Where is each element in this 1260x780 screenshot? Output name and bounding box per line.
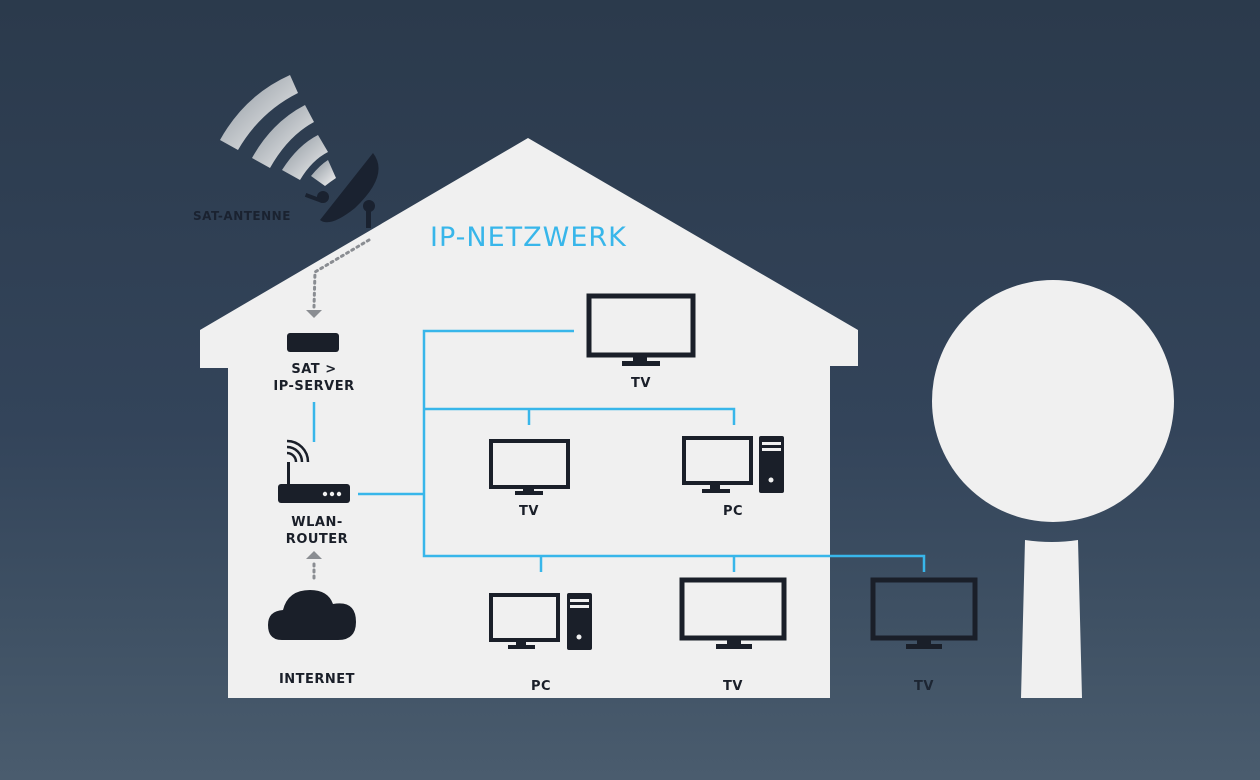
desktop-pc-icon — [489, 593, 592, 650]
sat-antenna-label: SAT-ANTENNE — [193, 209, 291, 223]
tv-middle-label: TV — [519, 504, 539, 519]
satellite-dish-icon — [304, 153, 379, 228]
sat-to-server-arrow — [306, 238, 371, 318]
internet-label: INTERNET — [278, 672, 356, 687]
tv-icon — [586, 293, 696, 366]
tree-shape — [932, 280, 1174, 698]
wlan-router-label-line1: WLAN- — [291, 515, 343, 530]
sat-ip-server-label: SAT > IP-SERVER — [273, 361, 354, 395]
tv-top-label: TV — [631, 376, 651, 391]
tv-icon — [489, 439, 570, 495]
wifi-router-icon — [278, 439, 350, 503]
diagram-title: IP-NETZWERK — [430, 222, 627, 253]
pc-bottom-label: PC — [530, 679, 552, 694]
tv-outside-label: TV — [914, 679, 934, 694]
tv-icon — [870, 577, 978, 649]
sat-ip-server-label-line1: SAT > — [291, 362, 337, 377]
internet-to-router-arrow — [306, 551, 322, 582]
network-lines — [312, 329, 926, 572]
cloud-icon — [268, 590, 356, 640]
tv-bottom-label: TV — [723, 679, 743, 694]
signal-waves-icon — [220, 75, 336, 186]
wlan-router-label: WLAN- ROUTER — [286, 514, 348, 548]
server-box-icon — [287, 333, 339, 352]
desktop-pc-icon — [682, 436, 784, 493]
pc-middle-label: PC — [722, 504, 744, 519]
wlan-router-label-line2: ROUTER — [285, 532, 349, 547]
tv-icon — [679, 577, 787, 649]
sat-ip-server-label-line2: IP-SERVER — [273, 379, 355, 394]
